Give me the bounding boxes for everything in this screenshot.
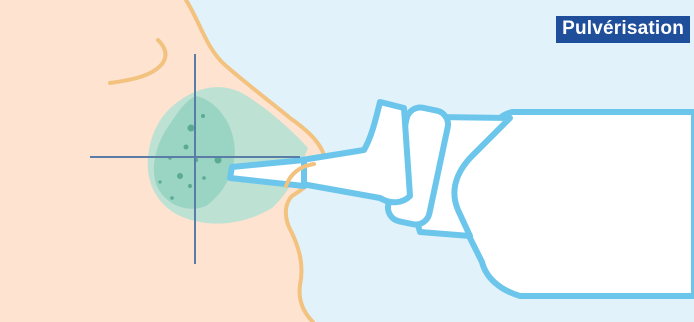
method-badge: Pulvérisation bbox=[556, 16, 690, 43]
